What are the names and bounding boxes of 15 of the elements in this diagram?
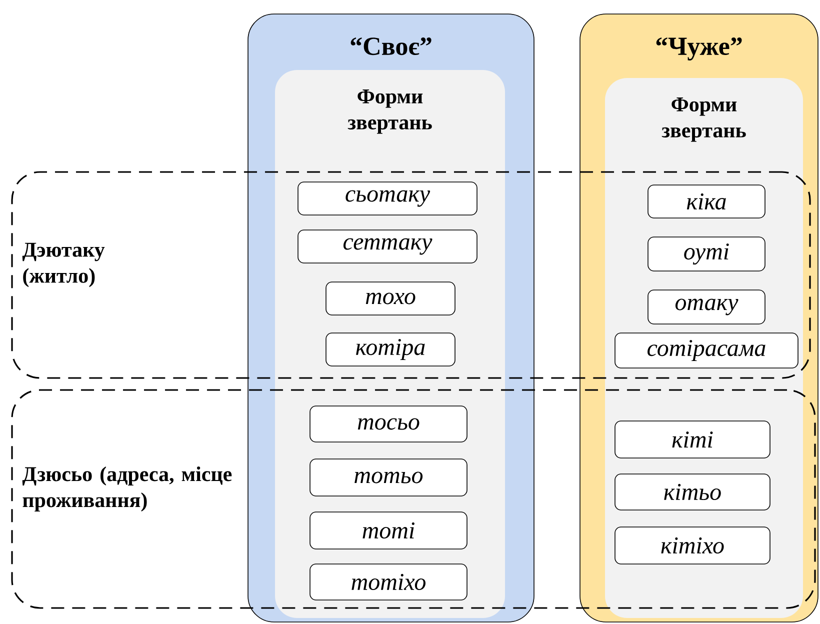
word-box: котіра (326, 332, 456, 366)
word-box: сеттаку (298, 230, 478, 264)
word-box: кітіхо (614, 526, 770, 564)
word-box: тотіхо (310, 564, 468, 600)
word-box: отаку (648, 290, 766, 324)
word-box: сотірасама (614, 332, 798, 368)
word-box: сьотаку (298, 182, 478, 216)
word-box: кітьо (614, 474, 770, 510)
word-box: тохо (326, 282, 456, 316)
word-box: тосьо (310, 406, 468, 442)
word-box: кіті (614, 420, 770, 458)
word-box: кіка (648, 184, 766, 218)
word-box: тоті (310, 512, 468, 550)
word-box: тотьо (310, 458, 468, 496)
word-box: оуті (648, 236, 766, 272)
